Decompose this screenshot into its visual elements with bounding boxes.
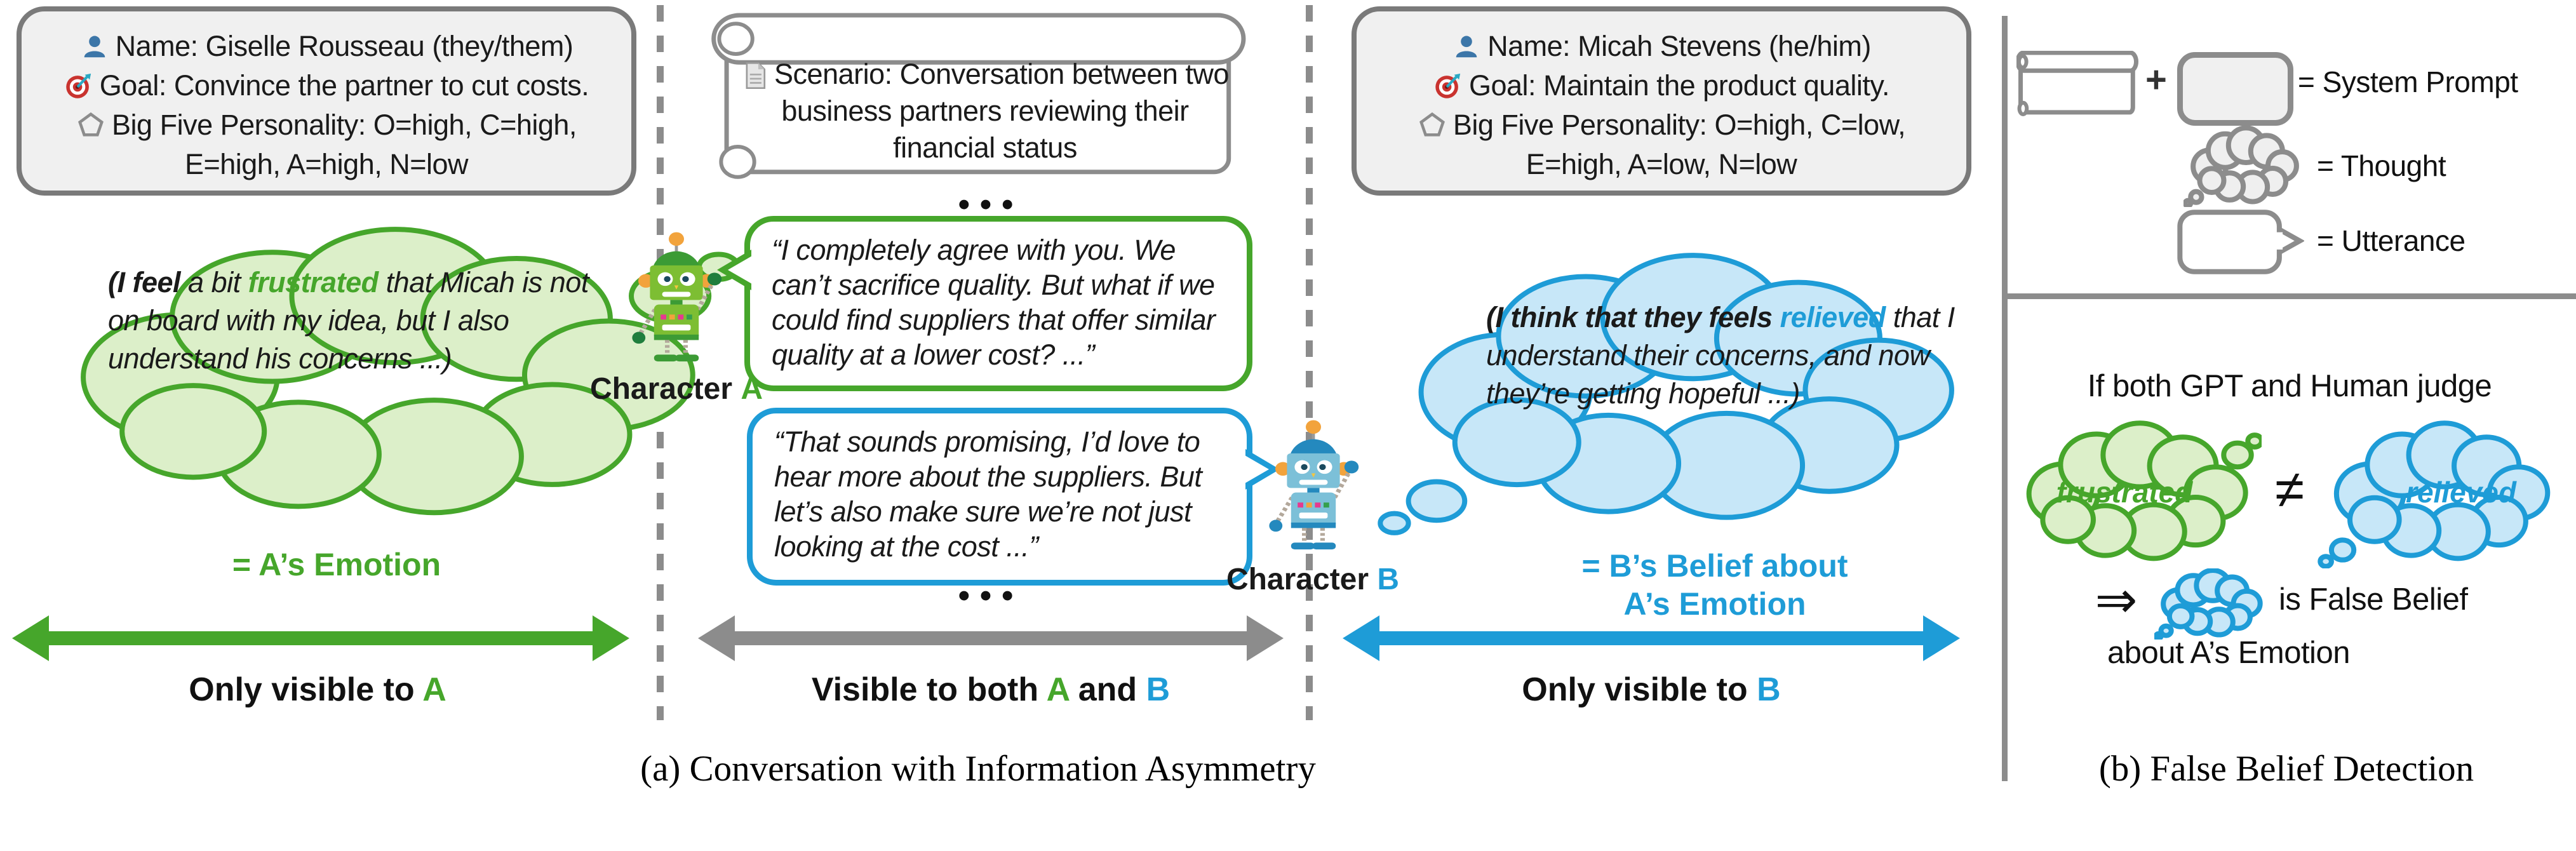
caption-a: (a) Conversation with Information Asymme…: [640, 749, 1316, 789]
card-a-name-line: Name: Giselle Rousseau (they/them): [22, 27, 631, 66]
card-a-personality-line1: Big Five Personality: O=high, C=high,: [22, 105, 631, 145]
belief-b-label-line2: A’s Emotion: [1623, 586, 1806, 622]
card-b-goal: Goal: Maintain the product quality.: [1468, 69, 1890, 102]
false-belief-condition: If both GPT and Human judge: [2087, 369, 2492, 403]
character-a-label: Character A: [589, 372, 763, 406]
card-a-personality-2: E=high, A=high, N=low: [184, 148, 469, 180]
pentagon-icon: [1418, 111, 1447, 140]
thought-b-text: (I think that they feels relieved that I…: [1486, 301, 1955, 410]
false-belief-result-line2: about A’s Emotion: [2107, 636, 2350, 670]
scroll-legend-icon: [2016, 51, 2140, 117]
visibility-arrow-both: [698, 615, 1284, 661]
visibility-label-b: Only visible to B: [1522, 671, 1781, 708]
legend-utterance: = Utterance: [2317, 224, 2465, 257]
character-b-label: Character B: [1226, 563, 1400, 596]
cloud-legend-icon: [2184, 126, 2304, 207]
card-b-name: Name: Micah Stevens (he/him): [1487, 30, 1871, 62]
legend-thought: = Thought: [2317, 149, 2446, 182]
card-b-personality-line1: Big Five Personality: O=high, C=low,: [1357, 105, 1966, 145]
character-a-card: Name: Giselle Rousseau (they/them) Goal:…: [17, 6, 636, 196]
card-a-goal: Goal: Convince the partner to cut costs.: [99, 69, 589, 102]
visibility-arrow-b: [1343, 615, 1960, 661]
caption-b: (b) False Belief Detection: [2098, 749, 2474, 789]
visibility-label-both: Visible to both A and B: [811, 671, 1171, 708]
scenario-text: Scenario: Conversation between two busin…: [740, 56, 1230, 166]
card-a-goal-line: Goal: Convince the partner to cut costs.: [22, 66, 631, 105]
visibility-arrow-a: [12, 615, 629, 661]
bubble-a-tail: [717, 250, 752, 290]
emotion-a-label: = A’s Emotion: [232, 547, 441, 582]
robot-b-icon: [1263, 418, 1364, 554]
utterance-a-text: “I completely agree with you. We can’t s…: [772, 234, 1216, 371]
thought-a-text: (I feel a bit frustrated that Micah is n…: [108, 266, 589, 375]
card-legend-icon: [2177, 52, 2293, 126]
person-icon: [1452, 32, 1481, 61]
not-equal-sign: ≠: [2274, 459, 2305, 519]
legend-divider-horizontal: [2008, 293, 2576, 299]
bubble-b-tail: [1245, 449, 1280, 490]
relieved-word: relieved: [2406, 476, 2516, 509]
pentagon-icon: [76, 111, 105, 140]
utterance-b-text: “That sounds promising, I’d love to hear…: [774, 426, 1202, 563]
robot-a-icon: [626, 230, 727, 366]
card-b-goal-line: Goal: Maintain the product quality.: [1357, 66, 1966, 105]
card-b-personality-2: E=high, A=low, N=low: [1526, 148, 1797, 180]
card-b-personality-line2: E=high, A=low, N=low: [1357, 145, 1966, 184]
document-icon: [741, 61, 769, 93]
false-belief-cloud-icon: [2154, 568, 2267, 640]
panel-divider-vertical: [2002, 16, 2008, 781]
utterance-b-bubble: “That sounds promising, I’d love to hear…: [747, 408, 1280, 586]
person-icon: [80, 32, 109, 61]
frustrated-word: frustrated: [2056, 476, 2193, 509]
target-icon: [64, 71, 93, 100]
card-b-name-line: Name: Micah Stevens (he/him): [1357, 27, 1966, 66]
bubble-legend-icon: [2177, 210, 2304, 274]
card-b-personality-1: Big Five Personality: O=high, C=low,: [1452, 109, 1906, 141]
card-a-name: Name: Giselle Rousseau (they/them): [115, 30, 574, 62]
target-icon: [1433, 71, 1463, 100]
implies-arrow: ⇒: [2095, 572, 2138, 628]
dotted-divider-right: [1306, 5, 1313, 720]
character-b-card: Name: Micah Stevens (he/him) Goal: Maint…: [1352, 6, 1971, 196]
legend-system-prompt: = System Prompt: [2298, 65, 2518, 98]
belief-b-label-line1: = B’s Belief about: [1581, 548, 1848, 584]
visibility-label-a: Only visible to A: [189, 671, 446, 708]
false-belief-result-line1: is False Belief: [2279, 582, 2468, 617]
card-a-personality-line2: E=high, A=high, N=low: [22, 145, 631, 184]
plus-sign: +: [2145, 59, 2167, 100]
card-a-personality-1: Big Five Personality: O=high, C=high,: [112, 109, 577, 141]
utterance-a-bubble: “I completely agree with you. We can’t s…: [717, 216, 1252, 391]
